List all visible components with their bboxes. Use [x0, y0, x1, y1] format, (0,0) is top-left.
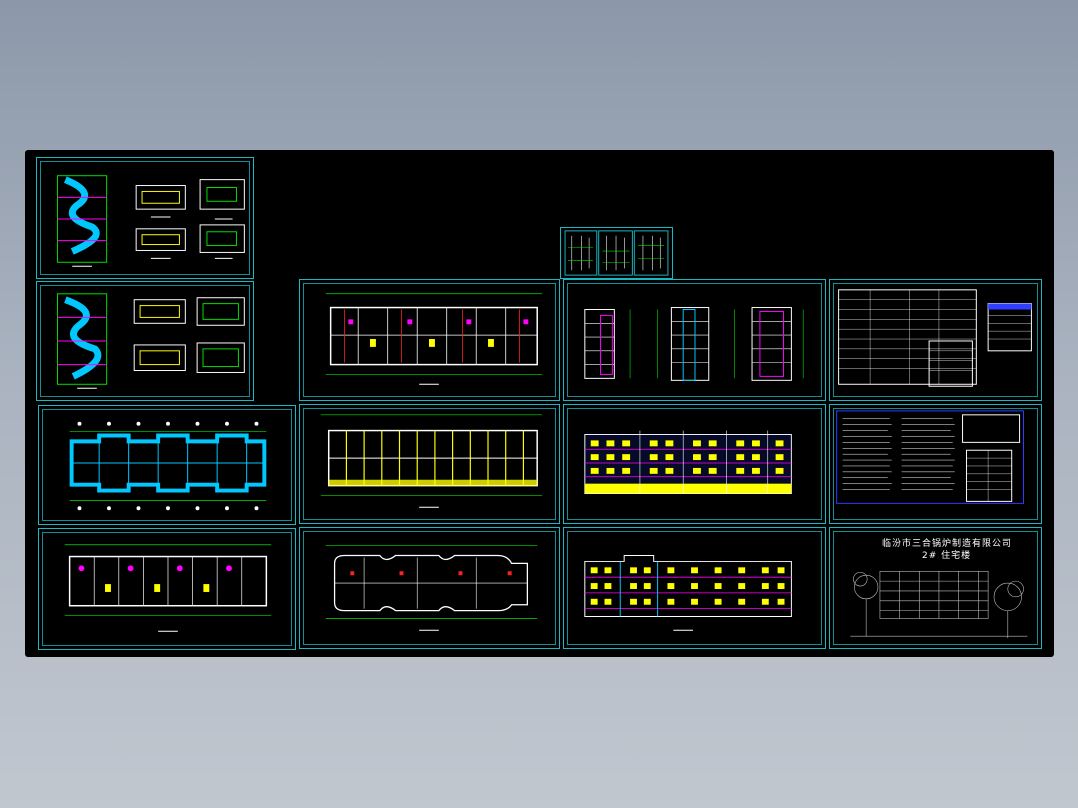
elevation-drawing — [584, 430, 792, 494]
floor-plan-drawing — [325, 293, 543, 385]
sheet-stair-details-2[interactable] — [36, 281, 254, 401]
sheet-schedule-table[interactable] — [829, 279, 1042, 401]
cover-company-title: 临汾市三合锅炉制造有限公司 — [882, 539, 1013, 549]
sheet-floor-plan-1[interactable] — [38, 528, 296, 650]
sheet-floor-plan-3[interactable] — [299, 527, 560, 649]
elevation-drawing — [584, 555, 792, 631]
sheet-front-elevation[interactable] — [563, 527, 826, 649]
sheet-sections[interactable] — [563, 279, 826, 401]
drawing-canvas[interactable]: 临汾市三合锅炉制造有限公司 2# 住宅楼 — [25, 150, 1054, 657]
stair-detail-drawing — [56, 175, 245, 267]
sheet-stair-details-1[interactable] — [36, 157, 254, 279]
floor-plan-drawing — [64, 544, 272, 632]
section-drawing — [584, 307, 804, 381]
sheet-cover[interactable]: 临汾市三合锅炉制造有限公司 2# 住宅楼 — [829, 527, 1042, 649]
floor-plan-drawing — [325, 545, 538, 631]
sheet-column-sections[interactable] — [560, 227, 673, 279]
stair-detail-drawing — [56, 293, 245, 389]
floor-plan-drawing — [320, 414, 543, 508]
sheet-rear-elevation[interactable] — [563, 404, 826, 524]
cover-project-title: 2# 住宅楼 — [922, 551, 972, 561]
cover-building-rendering — [850, 570, 1028, 639]
column-section-drawing — [564, 230, 669, 276]
design-notes-drawing — [836, 410, 1024, 504]
sheet-floor-plan-top[interactable] — [299, 279, 560, 401]
schedule-table-drawing — [838, 289, 1032, 387]
foundation-plan-drawing — [69, 421, 267, 511]
sheet-design-notes[interactable] — [829, 404, 1042, 524]
sheet-foundation-plan[interactable] — [38, 405, 296, 525]
sheet-floor-plan-2[interactable] — [299, 404, 560, 524]
